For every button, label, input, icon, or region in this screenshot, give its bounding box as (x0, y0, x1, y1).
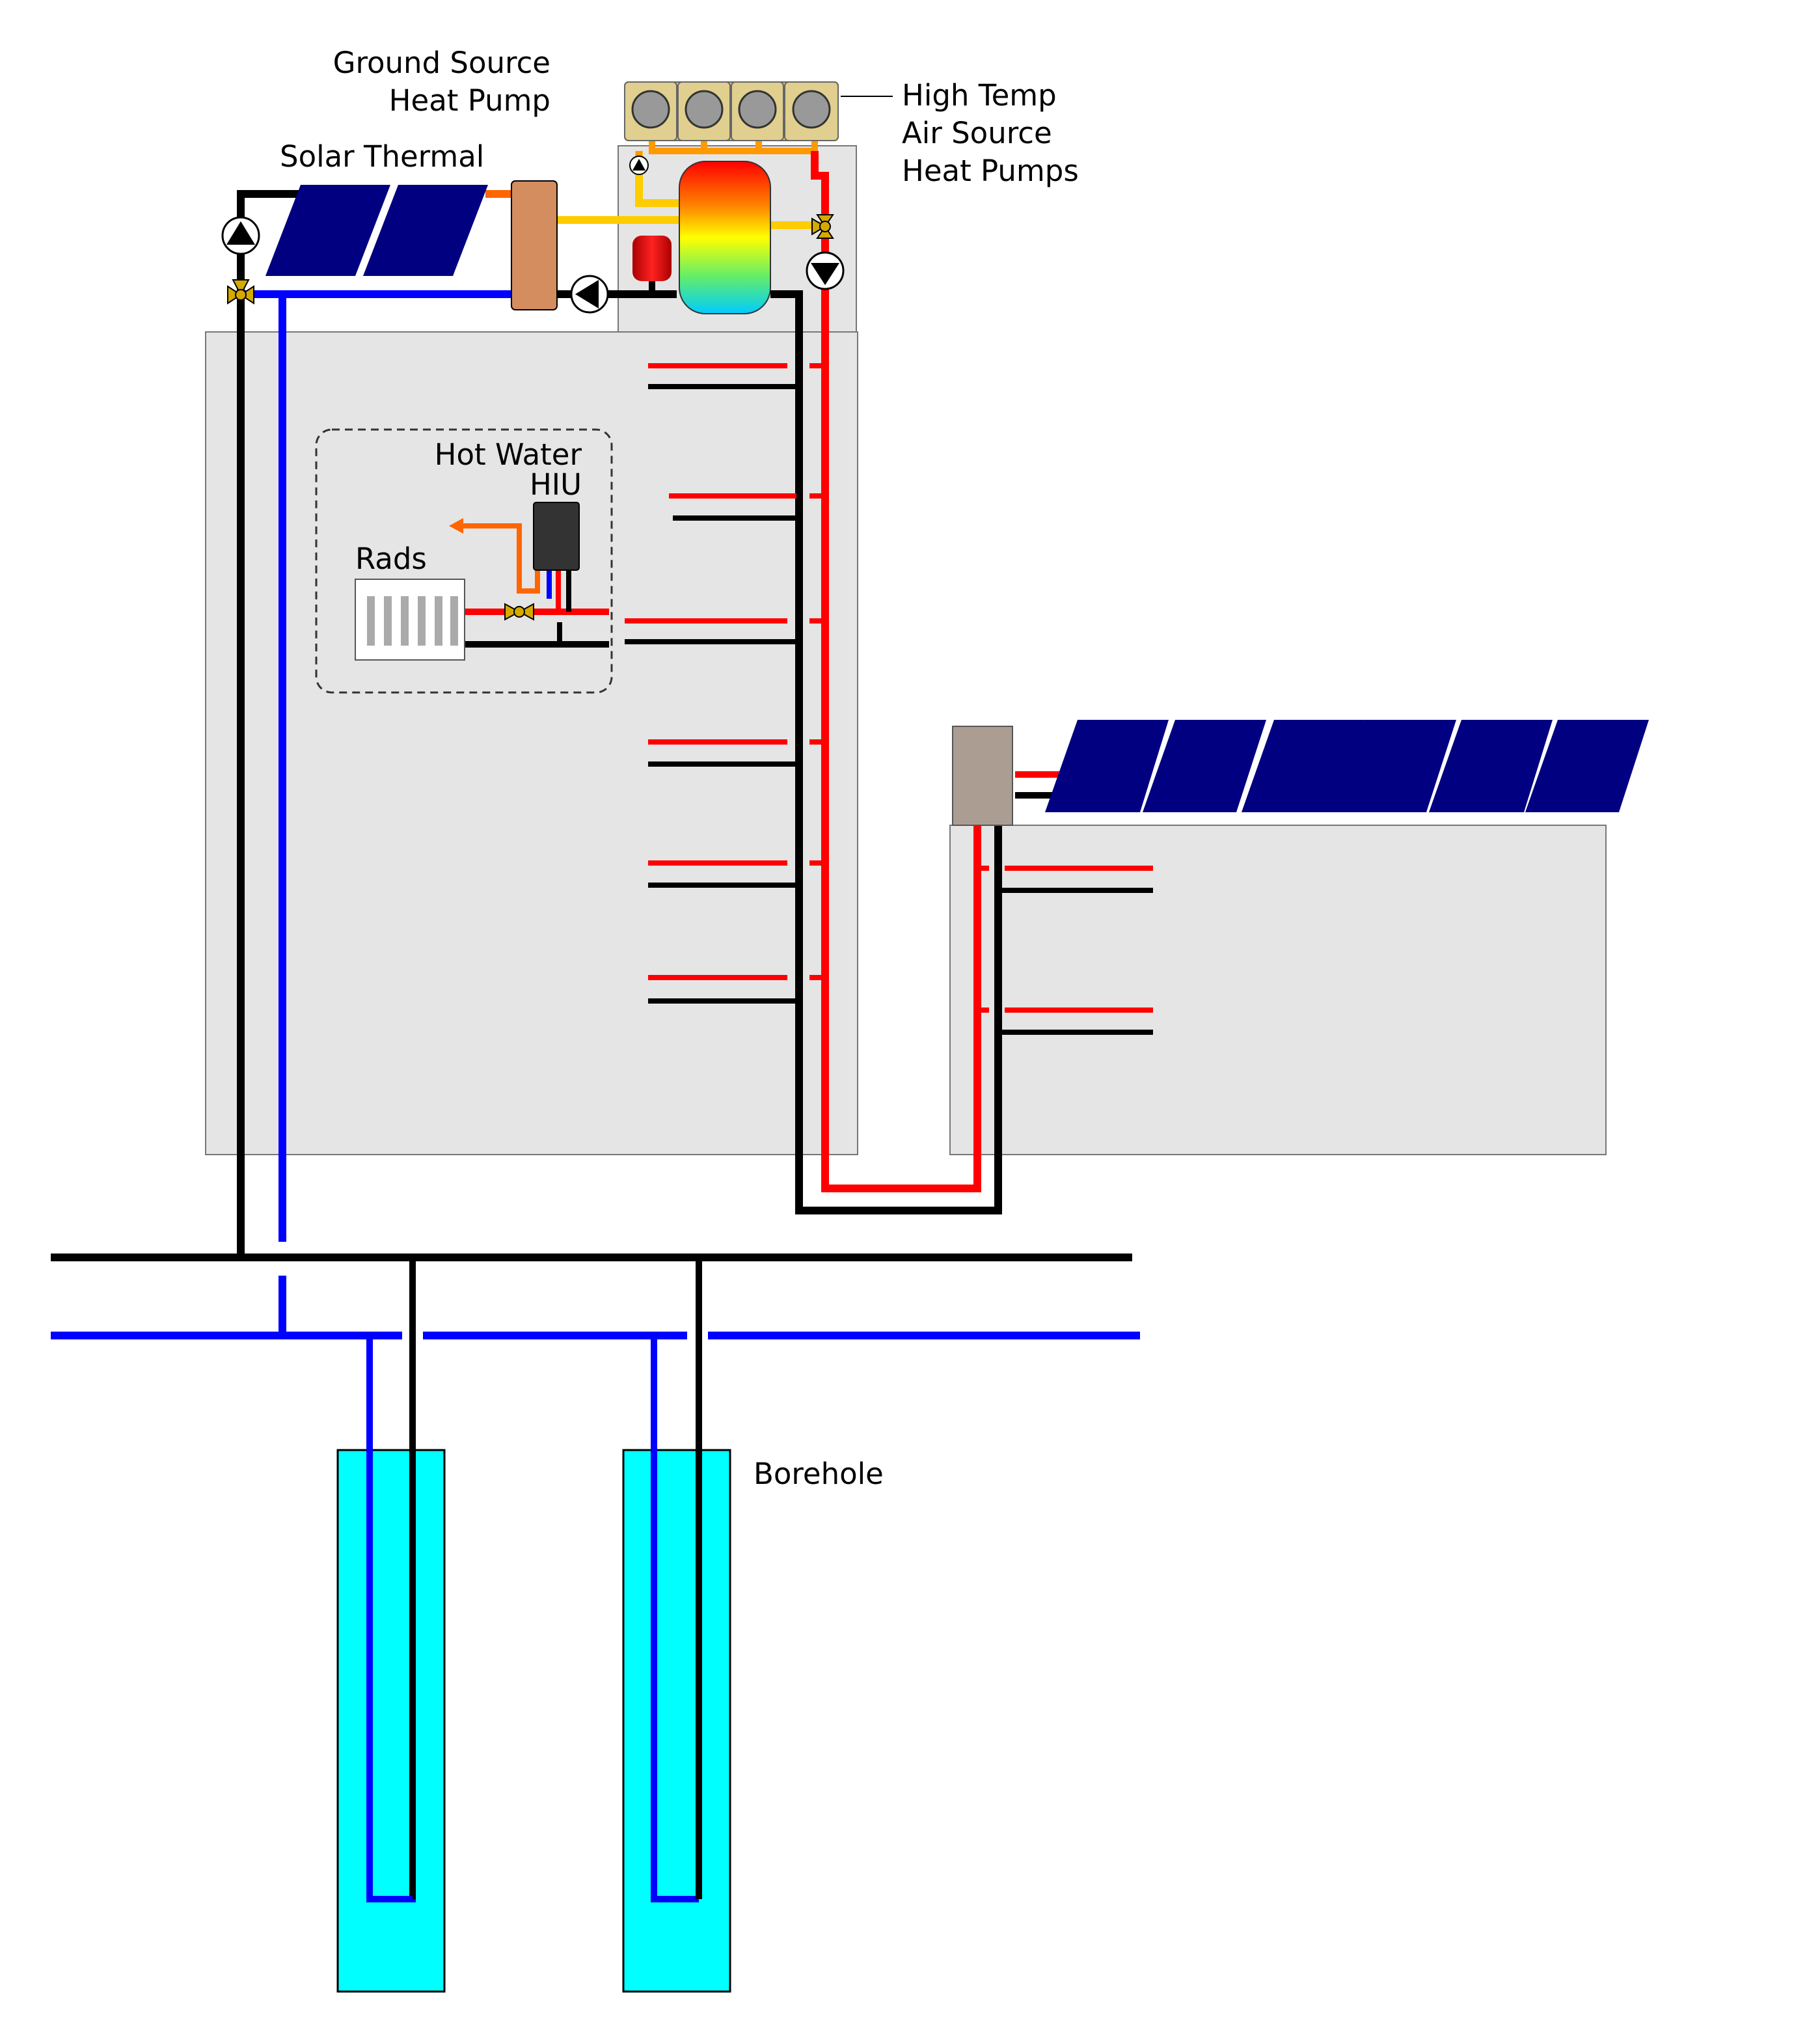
solar-panel-icon (1045, 720, 1649, 812)
hiu-unit (533, 502, 580, 571)
pump-icon (629, 156, 649, 175)
flat-detail-box (315, 428, 613, 694)
borehole-left (336, 1449, 446, 1993)
inverter-unit (952, 726, 1013, 826)
expansion-vessel-icon (632, 236, 672, 281)
ashp-label-line3: Heat Pumps (902, 154, 1079, 188)
three-way-valve-icon (811, 214, 834, 239)
ashp-label-line2: Air Source (902, 116, 1052, 150)
second-building-branches (977, 866, 1153, 1035)
gshp-unit (511, 180, 558, 310)
radiator-icon (355, 579, 465, 661)
borehole-right (622, 1449, 731, 1993)
second-building (949, 825, 1607, 1155)
gshp-label-line1: Ground Source (333, 46, 550, 80)
pump-icon (806, 251, 845, 290)
heating-return-riser (770, 290, 1002, 1214)
floor-branches (625, 363, 825, 1004)
hiu-label-line2: HIU (530, 467, 582, 502)
ashp-label-line1: High Temp (902, 78, 1057, 113)
borehole-right-loop (651, 1336, 699, 1902)
three-way-valve-icon (227, 279, 254, 305)
ashp-units (624, 81, 839, 141)
three-way-valve-icon (504, 603, 534, 621)
pump-icon (221, 216, 260, 255)
borehole-label: Borehole (754, 1457, 884, 1491)
hiu-label-line1: Hot Water (435, 437, 582, 472)
buffer-tank-icon (679, 161, 771, 314)
solar-thermal-panel-2 (363, 185, 488, 276)
rads-label: Rads (355, 541, 427, 576)
pump-icon (570, 275, 609, 314)
solar-thermal-panel-1 (265, 185, 390, 276)
gshp-label-line2: Heat Pump (389, 83, 550, 118)
solar-thermal-label: Solar Thermal (280, 139, 484, 174)
